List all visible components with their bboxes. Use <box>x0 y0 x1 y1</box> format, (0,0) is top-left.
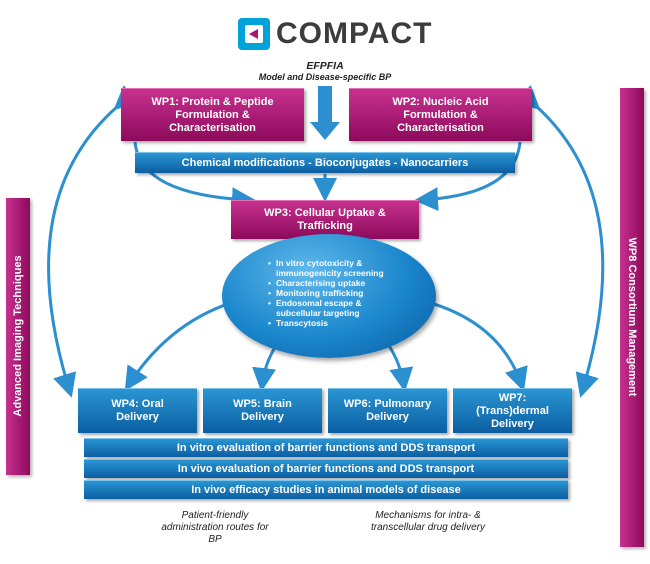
in-vivo-efficacy-bar: In vivo efficacy studies in animal model… <box>84 480 568 499</box>
footer-left-line1: Patient-friendly <box>181 510 249 521</box>
wp2-line3: Characterisation <box>397 121 484 134</box>
wp3-line2: Trafficking <box>297 220 353 232</box>
wp7-line1: WP7: <box>498 391 527 404</box>
arrow-to-wp4 <box>124 298 241 392</box>
wp1-line1: WP1: Protein & Peptide <box>151 95 274 108</box>
logo-text: COMPACT <box>276 17 433 50</box>
footer-right-line2: transcellular drug delivery <box>371 522 485 533</box>
wp8-consortium-bar: WP8 Consortium Management <box>620 88 644 547</box>
wp2-line2: Formulation & <box>403 108 478 121</box>
wp2-line1: WP2: Nucleic Acid <box>392 95 489 108</box>
activity-item: Transcytosis <box>268 318 400 328</box>
wp7-box: WP7: (Trans)dermal Delivery <box>453 388 572 433</box>
wp5-line1: WP5: Brain <box>233 398 292 410</box>
in-vitro-evaluation-label: In vitro evaluation of barrier functions… <box>176 441 476 454</box>
header-line2: Model and Disease-specific BP <box>258 72 392 82</box>
activity-item: In vitro cytotoxicity & immunogenicity s… <box>268 258 400 278</box>
wp7-line2: (Trans)dermal <box>476 404 549 417</box>
chemical-modifications-bar: Chemical modifications - Bioconjugates -… <box>135 152 515 173</box>
wp5-line2: Delivery <box>241 411 284 423</box>
in-vivo-evaluation-bar: In vivo evaluation of barrier functions … <box>84 459 568 478</box>
advanced-imaging-label: Advanced Imaging Techniques <box>12 255 24 417</box>
activity-item: Endosomal escape & subcellular targeting <box>268 298 400 318</box>
wp2-box: WP2: Nucleic Acid Formulation & Characte… <box>349 88 532 141</box>
compact-logo-icon <box>238 18 270 50</box>
wp8-consortium-label: WP8 Consortium Management <box>626 237 638 397</box>
arrow-right-loop <box>514 85 605 398</box>
wp6-box: WP6: Pulmonary Delivery <box>328 388 447 433</box>
advanced-imaging-bar: Advanced Imaging Techniques <box>6 198 30 475</box>
footer-left-line3: BP <box>208 534 222 545</box>
wp3-box: WP3: Cellular Uptake & Trafficking <box>231 200 419 239</box>
in-vitro-evaluation-bar: In vitro evaluation of barrier functions… <box>84 438 568 457</box>
footer-left-line2: administration routes for <box>161 522 269 533</box>
compact-logo: COMPACT <box>238 14 432 54</box>
wp1-box: WP1: Protein & Peptide Formulation & Cha… <box>121 88 304 141</box>
footer-left: Patient-friendly administration routes f… <box>140 510 290 546</box>
wp1-line3: Characterisation <box>169 121 256 134</box>
chemical-modifications-label: Chemical modifications - Bioconjugates -… <box>181 156 469 169</box>
wp4-box: WP4: Oral Delivery <box>78 388 197 433</box>
in-vivo-efficacy-label: In vivo efficacy studies in animal model… <box>191 483 461 496</box>
wp4-line1: WP4: Oral <box>111 398 164 410</box>
arrow-efpfia-down <box>310 86 340 140</box>
activity-item: Characterising uptake <box>268 278 400 288</box>
in-vivo-evaluation-label: In vivo evaluation of barrier functions … <box>177 462 475 475</box>
header-line1: EFPFIA <box>306 60 344 72</box>
footer-right-line1: Mechanisms for intra- & <box>375 510 481 521</box>
wp6-line2: Delivery <box>366 411 409 423</box>
wp6-line1: WP6: Pulmonary <box>343 398 432 410</box>
wp4-line2: Delivery <box>116 411 159 423</box>
footer-right: Mechanisms for intra- & transcellular dr… <box>348 510 508 534</box>
arrow-to-wp7 <box>419 298 528 392</box>
wp3-activities-list: In vitro cytotoxicity & immunogenicity s… <box>268 258 400 328</box>
wp7-line3: Delivery <box>491 417 534 430</box>
wp5-box: WP5: Brain Delivery <box>203 388 322 433</box>
activity-item: Monitoring trafficking <box>268 288 400 298</box>
wp3-line1: WP3: Cellular Uptake & <box>264 207 386 219</box>
arrow-left-loop <box>47 85 140 398</box>
wp1-line2: Formulation & <box>175 108 250 121</box>
